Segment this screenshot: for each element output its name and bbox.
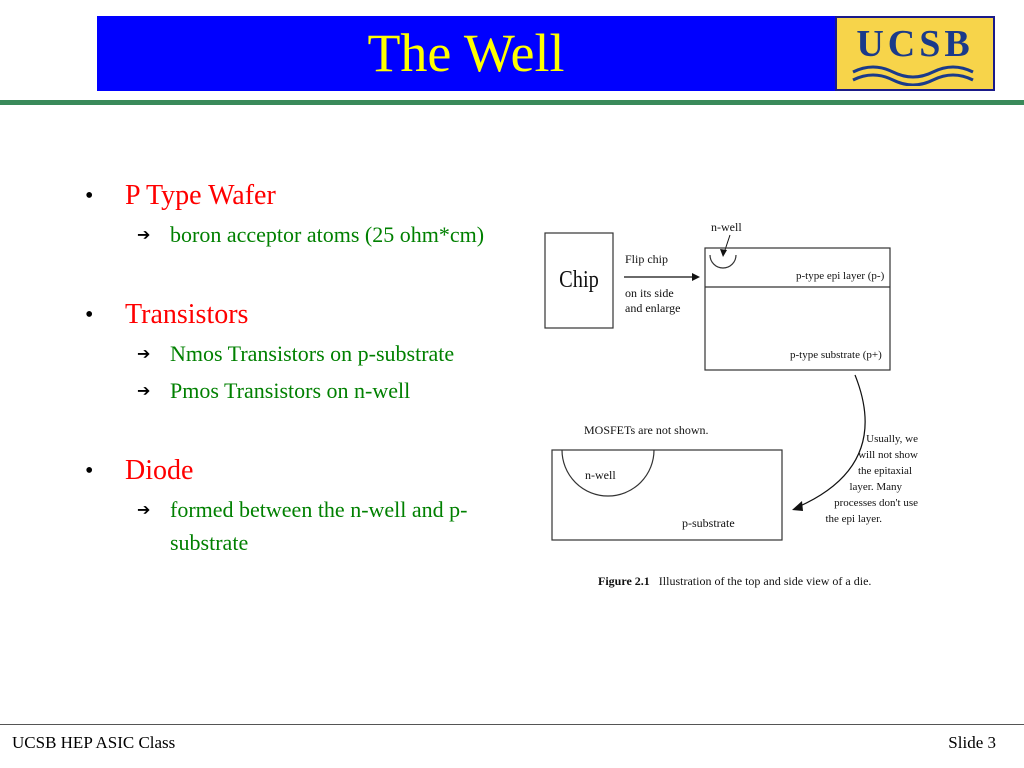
- sub-bullet-text: boron acceptor atoms (25 ohm*cm): [170, 222, 485, 247]
- sub-bullet-item: ➔ boron acceptor atoms (25 ohm*cm): [85, 218, 505, 251]
- flip-label-3: and enlarge: [625, 301, 680, 315]
- ucsb-logo: UCSB: [835, 16, 995, 91]
- die-figure: Chip Flip chip on its side and enlarge n…: [544, 220, 918, 588]
- flip-label-2: on its side: [625, 286, 674, 300]
- mosfet-note: MOSFETs are not shown.: [584, 423, 709, 437]
- note-line-5: processes don't use: [834, 497, 918, 509]
- arrow-right-icon: ➔: [137, 344, 151, 363]
- bullet-item: • Transistors: [85, 297, 505, 333]
- bullet-dot-icon: •: [85, 183, 94, 209]
- nwell-shape-bottom: [561, 449, 655, 497]
- bottom-view-box: [551, 449, 783, 541]
- side-view-box: [704, 247, 891, 371]
- slide-title: The Well: [367, 23, 565, 83]
- top-divider: [0, 100, 1024, 105]
- caption-bold: Figure 2.1: [598, 574, 650, 588]
- arrow-right-icon: ➔: [137, 500, 151, 519]
- arrow-right-icon: ➔: [137, 225, 151, 244]
- psub-label: p-substrate: [682, 516, 735, 530]
- nwell-top-label: n-well: [711, 220, 742, 234]
- bullet-dot-icon: •: [85, 458, 94, 484]
- note-line-4: layer. Many: [849, 481, 902, 493]
- bullet-dot-icon: •: [85, 302, 94, 328]
- note-line-6: the epi layer.: [825, 513, 882, 525]
- bullet-item: • P Type Wafer: [85, 178, 505, 214]
- nwell-label: n-well: [585, 468, 616, 482]
- sub-bullet-text: Nmos Transistors on p-substrate: [170, 341, 455, 366]
- figure-caption: Figure 2.1 Illustration of the top and s…: [598, 574, 871, 588]
- sub-bullet-text: formed between the n-well and p-substrat…: [170, 497, 468, 555]
- bullet-list: • P Type Wafer ➔ boron acceptor atoms (2…: [85, 178, 505, 559]
- arrow-head-icon: [792, 501, 803, 511]
- bullet-text: Transistors: [125, 299, 249, 330]
- nwell-shape-top: [709, 254, 737, 269]
- sub-bullet-item: ➔ formed between the n-well and p-substr…: [85, 493, 505, 559]
- note-line-1: Usually, we: [866, 433, 918, 445]
- sub-bullet-item: ➔ Nmos Transistors on p-substrate: [85, 337, 505, 370]
- footer-slide-number: Slide 3: [948, 733, 996, 752]
- sub-bullet-text: Pmos Transistors on n-well: [170, 378, 411, 403]
- bullet-text: P Type Wafer: [125, 180, 276, 211]
- footer-course: UCSB HEP ASIC Class: [12, 733, 176, 752]
- chip-box: [544, 232, 614, 329]
- wave-icon: [852, 65, 974, 86]
- epi-label: p-type epi layer (p-): [796, 270, 885, 282]
- note-line-2: will not show: [858, 449, 918, 461]
- note-line-3: the epitaxial: [858, 465, 912, 477]
- curved-arrow: [797, 374, 866, 508]
- logo-text: UCSB: [856, 23, 974, 65]
- bullet-item: • Diode: [85, 453, 505, 489]
- arrow-head-icon: [692, 273, 700, 281]
- caption-text: Illustration of the top and side view of…: [659, 574, 872, 588]
- arrow-head-icon: [720, 249, 727, 257]
- bullet-text: Diode: [125, 455, 194, 486]
- flip-label-1: Flip chip: [625, 252, 668, 266]
- chip-label: Chip: [559, 265, 599, 292]
- arrow-right-icon: ➔: [137, 381, 151, 400]
- sub-bullet-item: ➔ Pmos Transistors on n-well: [85, 374, 505, 407]
- substrate-label: p-type substrate (p+): [790, 349, 882, 361]
- bottom-divider: [0, 724, 1024, 725]
- title-bar: The Well: [97, 16, 835, 91]
